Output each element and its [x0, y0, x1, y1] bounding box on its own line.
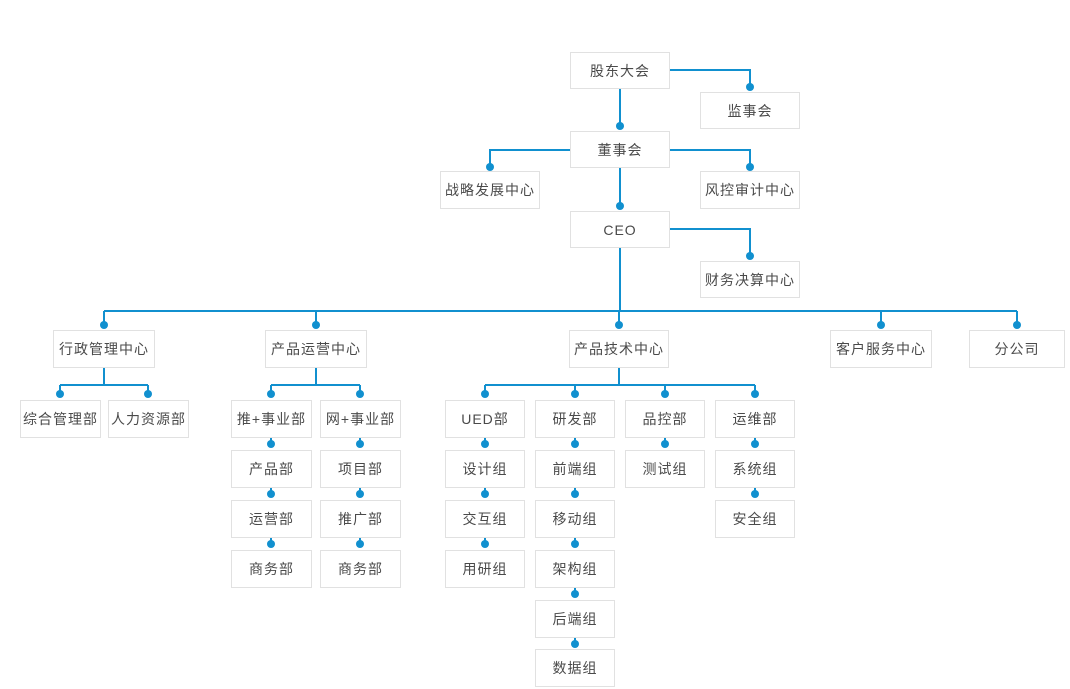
node-architecture-group: 架构组: [535, 550, 615, 588]
node-business-dept-2: 商务部: [320, 550, 401, 588]
node-admin-center: 行政管理中心: [53, 330, 155, 368]
node-security-group: 安全组: [715, 500, 795, 538]
node-service-center: 客户服务中心: [830, 330, 932, 368]
node-tech-center: 产品技术中心: [569, 330, 669, 368]
node-ued-dept: UED部: [445, 400, 525, 438]
node-data-group: 数据组: [535, 649, 615, 687]
node-finance-center: 财务决算中心: [700, 261, 800, 298]
node-operations-dept: 运营部: [231, 500, 312, 538]
node-system-group: 系统组: [715, 450, 795, 488]
node-frontend-group: 前端组: [535, 450, 615, 488]
node-business-dept-1: 商务部: [231, 550, 312, 588]
node-shareholders: 股东大会: [570, 52, 670, 89]
node-backend-group: 后端组: [535, 600, 615, 638]
node-tui-division: 推+事业部: [231, 400, 312, 438]
node-design-group: 设计组: [445, 450, 525, 488]
connector-dots: [56, 83, 1021, 648]
node-testing-group: 测试组: [625, 450, 705, 488]
node-om-dept: 运维部: [715, 400, 795, 438]
node-promotion-dept: 推广部: [320, 500, 401, 538]
node-general-admin: 综合管理部: [20, 400, 101, 438]
node-ops-center: 产品运营中心: [265, 330, 367, 368]
node-strategy-center: 战略发展中心: [440, 171, 540, 209]
node-wang-division: 网+事业部: [320, 400, 401, 438]
node-supervisory: 监事会: [700, 92, 800, 129]
node-risk-audit-center: 风控审计中心: [700, 171, 800, 209]
node-ceo: CEO: [570, 211, 670, 248]
node-hr: 人力资源部: [108, 400, 189, 438]
node-branch-company: 分公司: [969, 330, 1065, 368]
node-mobile-group: 移动组: [535, 500, 615, 538]
node-board: 董事会: [570, 131, 670, 168]
node-interaction-group: 交互组: [445, 500, 525, 538]
node-project-dept: 项目部: [320, 450, 401, 488]
node-research-group: 用研组: [445, 550, 525, 588]
node-qc-dept: 品控部: [625, 400, 705, 438]
node-rd-dept: 研发部: [535, 400, 615, 438]
node-product-dept: 产品部: [231, 450, 312, 488]
